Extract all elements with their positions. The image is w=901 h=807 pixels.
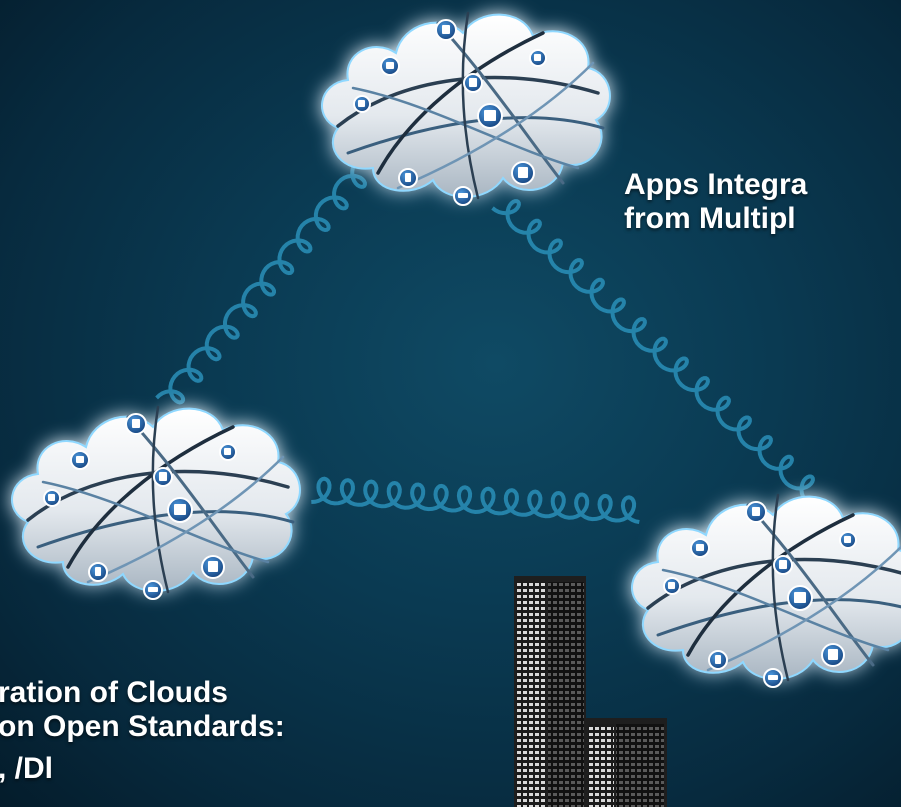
apps-caption-line-2: from Multipl xyxy=(624,202,796,235)
cloud-right xyxy=(632,495,901,687)
cloud-top xyxy=(322,13,610,205)
federation-caption-line-3: , /Dl xyxy=(0,752,54,785)
federation-caption-line-1: ration of Clouds xyxy=(0,676,228,709)
apps-caption-line-1: Apps Integra xyxy=(624,168,808,201)
helix-link-top-left xyxy=(155,159,367,405)
federation-caption-line-2: on Open Standards: xyxy=(0,710,285,743)
helix-link-bottom xyxy=(311,476,640,524)
cloud-left xyxy=(12,407,300,599)
apps-integration-caption: Apps Integra from Multipl xyxy=(624,168,807,236)
building-icon xyxy=(514,576,667,807)
federation-caption: ration of Clouds on Open Standards: , /D… xyxy=(0,676,285,786)
helix-link-top-right xyxy=(491,199,815,505)
